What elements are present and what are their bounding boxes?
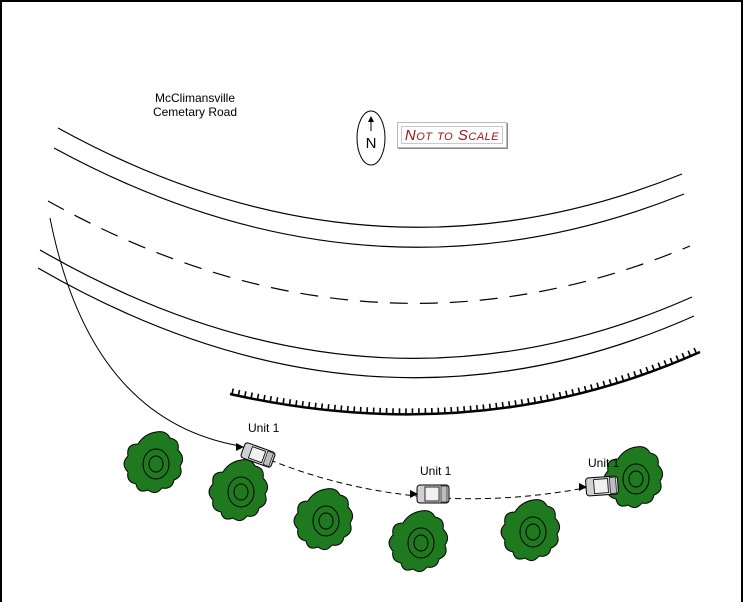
north-letter: N — [366, 135, 377, 152]
ditch-hatch-tick — [693, 347, 698, 354]
path-arrowhead — [236, 443, 244, 451]
ditch-hatch-tick — [552, 393, 556, 400]
ditch-hatch-tick — [669, 357, 674, 364]
ditch-hatch-tick — [482, 404, 485, 411]
ditch-hatch-tick — [237, 389, 241, 396]
ditch-hatch-tick — [681, 352, 686, 359]
vehicle-icon — [240, 442, 276, 468]
road-name-label: McClimansville Cemetary Road — [140, 91, 250, 119]
ditch-hatch-tick — [627, 373, 631, 380]
ditch-hatch-tick — [307, 401, 311, 409]
ditch-hatch-tick — [645, 366, 649, 374]
ditch-hatch-tick — [469, 405, 472, 412]
path-arrowhead — [579, 483, 587, 491]
ditch-hatch-tick — [565, 390, 568, 397]
ditch-hatch-tick — [539, 395, 543, 403]
ditch-hatch-tick — [558, 391, 562, 399]
ditch-hatch-tick — [250, 392, 253, 399]
ditch-hatch-tick — [340, 405, 343, 412]
road-name-line1: McClimansville — [154, 91, 235, 105]
ditch-hatch-tick — [651, 364, 656, 371]
ditch-hatch-tick — [608, 378, 612, 386]
ditch-hatch-tick — [495, 402, 498, 410]
scale-note-text: Not to Scale — [404, 126, 500, 144]
scale-note-box: Not to Scale — [397, 122, 507, 148]
road-name-line2: Cemetary Road — [152, 105, 238, 119]
ditch-hatch-tick — [320, 403, 324, 410]
ditch-hatch-tick — [231, 388, 235, 395]
ditch-hatch-tick — [295, 400, 298, 407]
ditch-hatch-tick — [475, 404, 479, 412]
north-arrow-icon — [356, 110, 386, 166]
ditch-hatch-tick — [256, 393, 260, 400]
road-edge-line — [53, 147, 685, 248]
ditch-hatch-tick — [333, 404, 336, 411]
vehicle-approach-path — [49, 217, 241, 447]
ditch-hatch-tick — [533, 396, 537, 404]
ditch-hatch-tick — [275, 397, 279, 404]
ditch-hatch-tick — [577, 387, 581, 394]
tree-icon — [208, 459, 269, 522]
ditch-hatch-tick — [514, 400, 517, 407]
ditch-hatch-tick — [288, 399, 292, 406]
vehicle-travel-path — [269, 459, 591, 500]
ditch-hatch-tick — [243, 391, 247, 398]
ditch-hatching — [231, 347, 698, 415]
road-edge-line — [37, 267, 695, 379]
ditch-hatch-tick — [657, 362, 662, 369]
vehicle-label: Unit 1 — [588, 456, 620, 470]
ditch-hatch-tick — [675, 355, 680, 362]
vehicle-label: Unit 1 — [248, 421, 280, 435]
ditch-hatch-tick — [527, 398, 530, 405]
road-edge-line — [39, 249, 693, 359]
ditch-hatch-tick — [590, 384, 594, 391]
ditch-hatch-tick — [507, 401, 511, 408]
road-edge-line — [57, 127, 683, 228]
ditch-hatch-tick — [314, 402, 317, 409]
ditch-hatch-tick — [583, 385, 587, 393]
ditch-hatch-tick — [620, 375, 625, 382]
ditch-hatch-tick — [488, 403, 492, 410]
ditch-hatch-tick — [520, 399, 524, 406]
ditch-hatch-tick — [263, 394, 266, 402]
ditch-hatch-tick — [596, 382, 600, 389]
ditch-hatch-tick — [269, 395, 273, 403]
tree-icon — [500, 499, 561, 562]
tree-icon — [123, 431, 184, 494]
ditch-hatch-tick — [501, 402, 504, 409]
vehicle-icon — [585, 475, 619, 497]
ditch-hatch-tick — [301, 401, 304, 408]
ditch-hatch-tick — [546, 394, 549, 401]
ditch-hatch-tick — [602, 380, 606, 387]
tree-icon — [293, 488, 354, 551]
ditch-hatch-tick — [633, 371, 637, 378]
vehicle-icon — [416, 484, 450, 504]
ditch-hatch-tick — [327, 404, 330, 411]
ditch-line — [229, 350, 701, 416]
road-centerline — [47, 200, 691, 304]
ditch-hatch-tick — [614, 377, 619, 384]
ditch-hatch-tick — [571, 389, 575, 396]
tree-icon — [388, 510, 449, 573]
ditch-hatch-tick — [639, 369, 643, 376]
ditch-hatch-tick — [687, 350, 692, 357]
ditch-hatch-tick — [282, 398, 285, 405]
ditch-hatch-tick — [663, 360, 668, 367]
vehicle-label: Unit 1 — [420, 464, 452, 478]
path-arrowhead — [410, 490, 418, 498]
